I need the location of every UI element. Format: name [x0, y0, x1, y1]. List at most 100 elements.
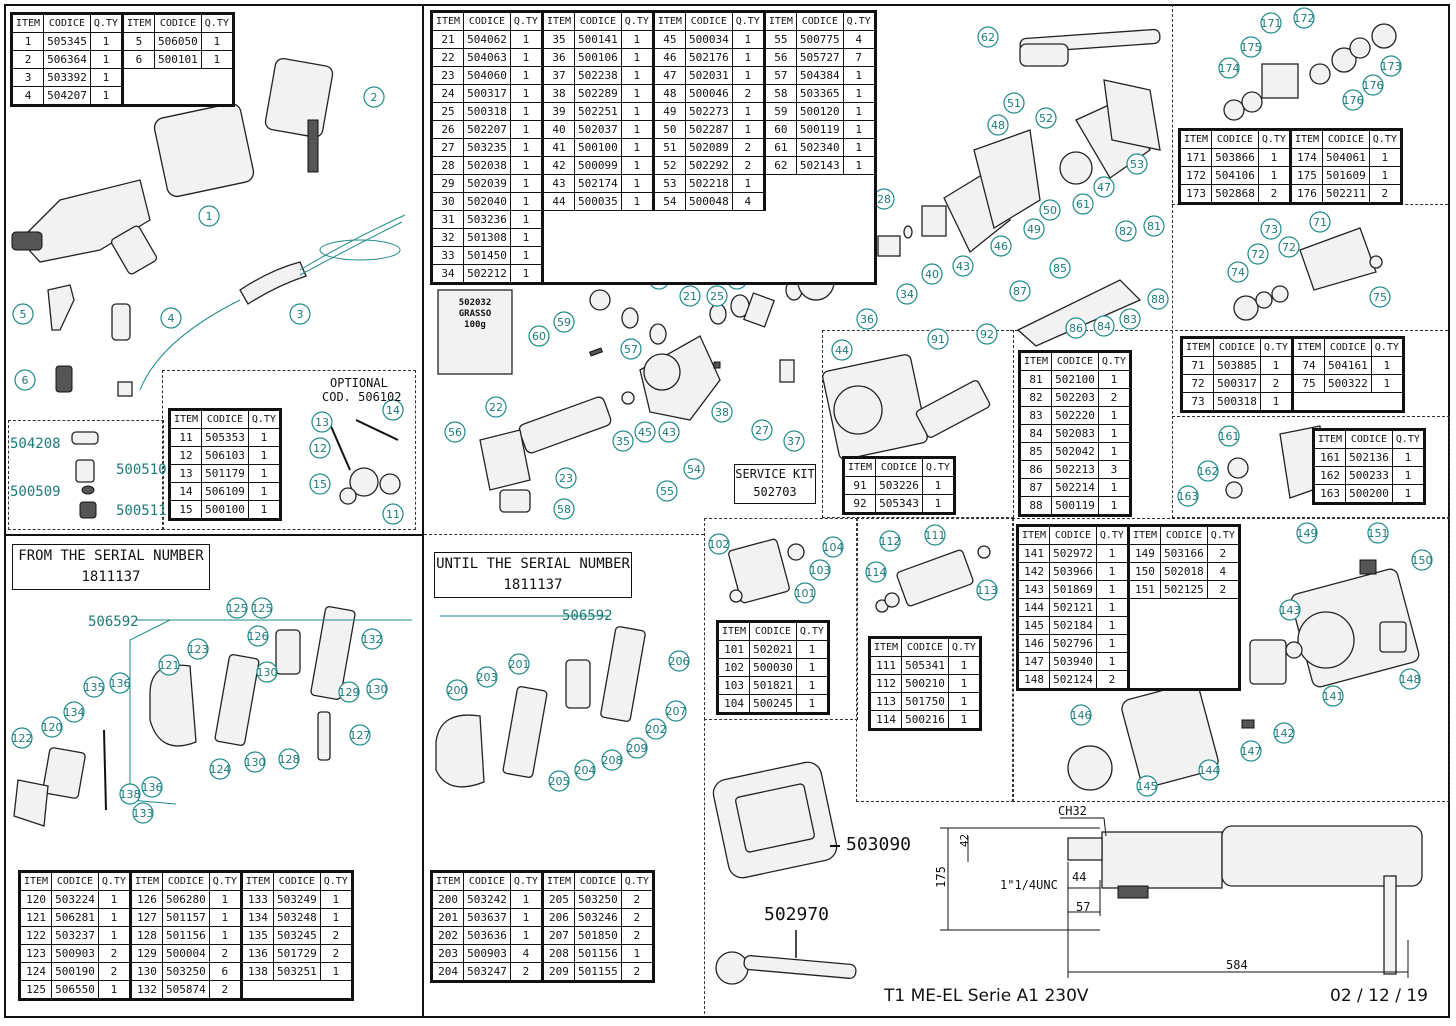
code-500511: 500511	[116, 503, 167, 519]
col-item: ITEM	[868, 637, 903, 657]
svg-text:57: 57	[624, 343, 638, 356]
table-cell: 1	[947, 692, 981, 711]
table-cell	[155, 87, 202, 106]
table-cell: 25	[430, 102, 465, 121]
svg-text:38: 38	[715, 406, 729, 419]
svg-text:122: 122	[12, 732, 33, 745]
grease-jar-label: 502032 GRASSO 100g	[444, 298, 506, 331]
table-cell: 502212	[463, 264, 511, 284]
table-cell: 1	[1368, 166, 1402, 185]
table-cell: 43	[541, 174, 576, 193]
table-cell: 2	[97, 962, 132, 981]
table-cell: 501308	[463, 228, 511, 247]
motor-illustration	[822, 279, 1142, 460]
table-cell: 1	[731, 66, 766, 85]
table-cell	[273, 981, 320, 1000]
svg-text:138: 138	[120, 788, 141, 801]
table-cell: 28	[430, 156, 465, 175]
table-cell: 1	[89, 50, 124, 69]
optional-label: OPTIONAL	[330, 376, 388, 390]
svg-text:88: 88	[1151, 293, 1165, 306]
code-506592-right: 506592	[562, 608, 613, 624]
table-cell: 86	[1018, 460, 1053, 479]
table-cell: 1	[509, 120, 544, 139]
table-cell: 504061	[1322, 148, 1370, 167]
col-codice: CODICE	[463, 11, 511, 31]
svg-text:163: 163	[1178, 490, 1199, 503]
svg-text:82: 82	[1119, 225, 1133, 238]
table-cell: 1	[1368, 148, 1402, 167]
table-cell: 175	[1289, 166, 1324, 185]
col-item: ITEM	[763, 11, 797, 31]
table-cell: 1	[509, 84, 544, 103]
table-cell: 1	[795, 694, 829, 714]
svg-text:14: 14	[386, 404, 400, 417]
table-cell	[653, 211, 685, 229]
table-cell: 503250	[574, 890, 622, 909]
col-codice: CODICE	[875, 457, 923, 477]
table-cell: 205	[541, 890, 576, 909]
col-qty: Q.TY	[1257, 129, 1292, 149]
svg-text:141: 141	[1323, 690, 1344, 703]
table-cell: 1	[795, 640, 829, 659]
code-500510: 500510	[116, 462, 167, 478]
table-cell: 2	[97, 944, 132, 963]
table-cell: 146	[1016, 634, 1051, 653]
table-cell: 1	[620, 30, 655, 49]
table-cell: 111	[868, 656, 903, 675]
table-cell: 2	[208, 980, 243, 1000]
col-qty: Q.TY	[97, 871, 132, 891]
svg-text:201: 201	[509, 658, 530, 671]
service-kit-label: SERVICE KIT	[735, 467, 815, 481]
table-cell: 2	[620, 962, 654, 982]
from-serial-number: 1811137	[81, 569, 141, 585]
divider-lower-mid	[424, 534, 704, 535]
table-cell: 2	[319, 944, 353, 963]
table-cell: 502340	[795, 138, 844, 157]
table-cell: 45	[652, 30, 686, 49]
table-cell: 1	[1257, 166, 1292, 185]
svg-text:130: 130	[367, 683, 388, 696]
svg-text:127: 127	[350, 729, 371, 742]
svg-text:13: 13	[315, 416, 329, 429]
optional-kit-illustration	[71, 419, 401, 519]
table-cell	[796, 175, 843, 193]
col-item: ITEM	[18, 871, 53, 891]
divider-left-vertical	[422, 4, 424, 1016]
col-qty: Q.TY	[1097, 351, 1131, 371]
table-cell: 103	[716, 676, 751, 695]
table-cell: 1	[509, 228, 544, 247]
table-cell	[241, 981, 273, 1000]
table-cell: 1	[921, 494, 955, 514]
table-cell: 501155	[574, 962, 622, 982]
table-cell: 6	[121, 50, 156, 69]
table-cell: 503246	[574, 908, 622, 927]
table-cell: 102	[716, 658, 751, 677]
table-cell: 503166	[1160, 544, 1208, 563]
svg-text:53: 53	[1130, 158, 1144, 171]
table-cell	[796, 211, 843, 229]
col-qty: Q.TY	[1368, 129, 1402, 149]
table-cell: 500318	[463, 102, 511, 121]
svg-text:62: 62	[981, 31, 995, 44]
table-cell: 144	[1016, 598, 1051, 617]
svg-text:121: 121	[159, 659, 180, 672]
col-codice: CODICE	[1213, 337, 1261, 357]
table-cell: 4	[731, 192, 766, 211]
table-cell: 14	[168, 482, 203, 501]
col-item: ITEM	[240, 871, 274, 891]
table-cell: 1	[247, 446, 281, 465]
table-cell: 500210	[901, 674, 949, 693]
wrench-code: 502970	[764, 904, 830, 925]
col-item: ITEM	[652, 11, 686, 31]
table-cell: 41	[541, 138, 576, 157]
table-cell: 91	[842, 476, 877, 495]
table-cell: 502220	[1051, 406, 1099, 425]
